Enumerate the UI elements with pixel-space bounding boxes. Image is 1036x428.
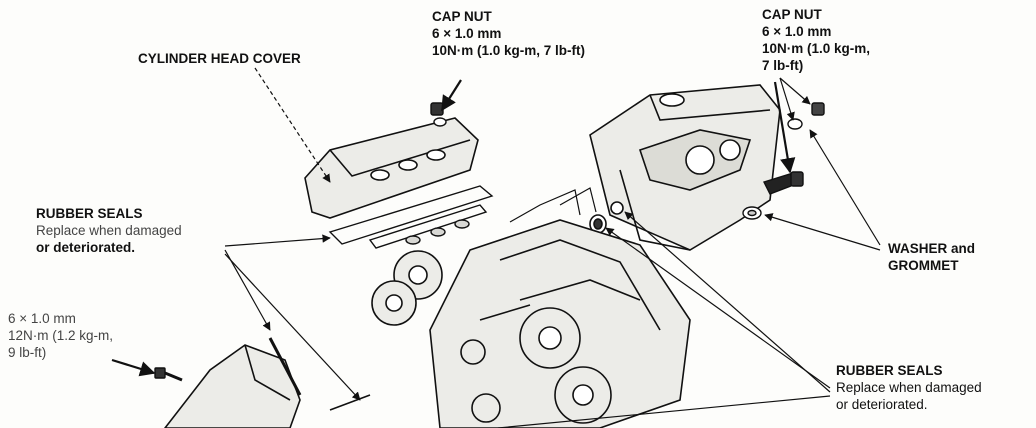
right-cap-nut-parts — [742, 102, 825, 220]
cap-nut-right-torque-2: 7 lb-ft) — [762, 58, 804, 73]
cap-nut-left-torque: 10N·m (1.0 kg-m, 7 lb-ft) — [432, 43, 586, 58]
cap-nut-right-size: 6 × 1.0 mm — [762, 24, 832, 39]
cap-nut-right-callout: CAP NUT 6 × 1.0 mm 10N·m (1.0 kg-m, 7 lb… — [762, 6, 870, 74]
washer-grommet-callout: WASHER and GROMMET — [888, 240, 975, 274]
bolt-part — [154, 367, 183, 382]
rubber-seals-right-line2: or deteriorated. — [836, 397, 928, 412]
bolt-spec-callout: 6 × 1.0 mm 12N·m (1.2 kg-m, 9 lb-ft) — [8, 310, 113, 361]
center-rubber-seal — [589, 201, 624, 234]
left-cap-nut-part — [430, 102, 447, 127]
cap-nut-right-title: CAP NUT — [762, 7, 822, 22]
timing-pulleys — [371, 250, 612, 424]
right-cylinder-head — [589, 84, 781, 251]
left-rubber-seals — [405, 219, 470, 245]
leader-lines — [111, 67, 881, 428]
rubber-seals-left-line2: or deteriorated. — [36, 240, 136, 255]
cylinder-head-cover-label: CYLINDER HEAD COVER — [138, 51, 301, 66]
washer-grommet-line2: GROMMET — [888, 258, 959, 273]
washer-grommet-line1: WASHER and — [888, 241, 976, 256]
rubber-seals-left-line1: Replace when damaged — [36, 223, 182, 238]
rubber-seals-right-title: RUBBER SEALS — [836, 363, 943, 378]
cap-nut-left-callout: CAP NUT 6 × 1.0 mm 10N·m (1.0 kg-m, 7 lb… — [432, 8, 585, 59]
cap-nut-left-title: CAP NUT — [432, 9, 492, 24]
bolt-spec-torque-2: 9 lb-ft) — [8, 345, 47, 360]
rubber-seals-left-callout: RUBBER SEALS Replace when damaged or det… — [36, 205, 182, 256]
rubber-seals-right-line1: Replace when damaged — [836, 380, 982, 395]
bolt-spec-torque-1: 12N·m (1.2 kg-m, — [8, 328, 114, 343]
left-cover-gasket — [328, 185, 494, 249]
rubber-seals-left-title: RUBBER SEALS — [36, 206, 143, 221]
cap-nut-left-size: 6 × 1.0 mm — [432, 26, 502, 41]
rubber-seals-right-callout: RUBBER SEALS Replace when damaged or det… — [836, 362, 982, 413]
bolt-spec-size: 6 × 1.0 mm — [8, 311, 76, 326]
cap-nut-right-torque-1: 10N·m (1.0 kg-m, — [762, 41, 871, 56]
lower-left-cover — [163, 337, 371, 428]
left-cylinder-head-cover — [304, 117, 479, 219]
